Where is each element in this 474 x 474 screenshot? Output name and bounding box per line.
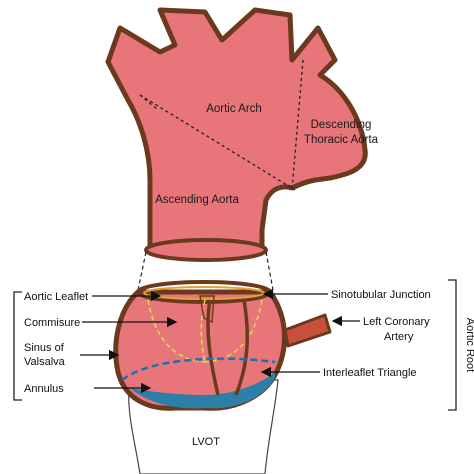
left-coronary-artery [283, 313, 332, 348]
label-descending-line1: Descending [311, 119, 372, 131]
leaflet-line-1 [147, 299, 206, 363]
label-left-coronary-line1: Left Coronary [363, 316, 430, 328]
label-sinus-line2: Valsalva [24, 356, 66, 368]
label-interleaflet-triangle: Interleaflet Triangle [323, 367, 417, 379]
label-annulus: Annulus [24, 383, 64, 395]
arch-divider-2 [291, 59, 304, 191]
label-aortic-root: Aortic Root [464, 318, 474, 372]
connector-right [265, 251, 274, 291]
annulus-dashed [121, 357, 276, 381]
label-left-coronary-line2: Artery [384, 331, 414, 343]
interleaflet-triangle [130, 372, 275, 409]
commissure-line-right [234, 299, 249, 396]
label-aortic-leaflet: Aortic Leaflet [24, 291, 88, 303]
commissure-line-left [206, 299, 220, 396]
label-sinus-line1: Sinus of [24, 342, 65, 354]
label-descending-line2: Thoracic Aorta [304, 134, 379, 146]
label-aortic-arch: Aortic Arch [206, 103, 262, 115]
ascending-ring [144, 238, 268, 262]
left-bracket [13, 291, 22, 401]
arch-divider-3 [139, 94, 159, 111]
commissure-triangle [199, 295, 215, 324]
label-ascending-aorta: Ascending Aorta [155, 194, 239, 206]
label-sinotubular-junction: Sinotubular Junction [331, 289, 431, 301]
label-commisure: Commisure [24, 317, 80, 329]
right-bracket [448, 279, 457, 411]
label-lvot: LVOT [192, 436, 220, 448]
arch-divider-1 [139, 94, 296, 191]
connector-left [137, 251, 147, 291]
leaflet-line-2 [204, 299, 263, 363]
leaflet-line-3 [200, 299, 206, 363]
